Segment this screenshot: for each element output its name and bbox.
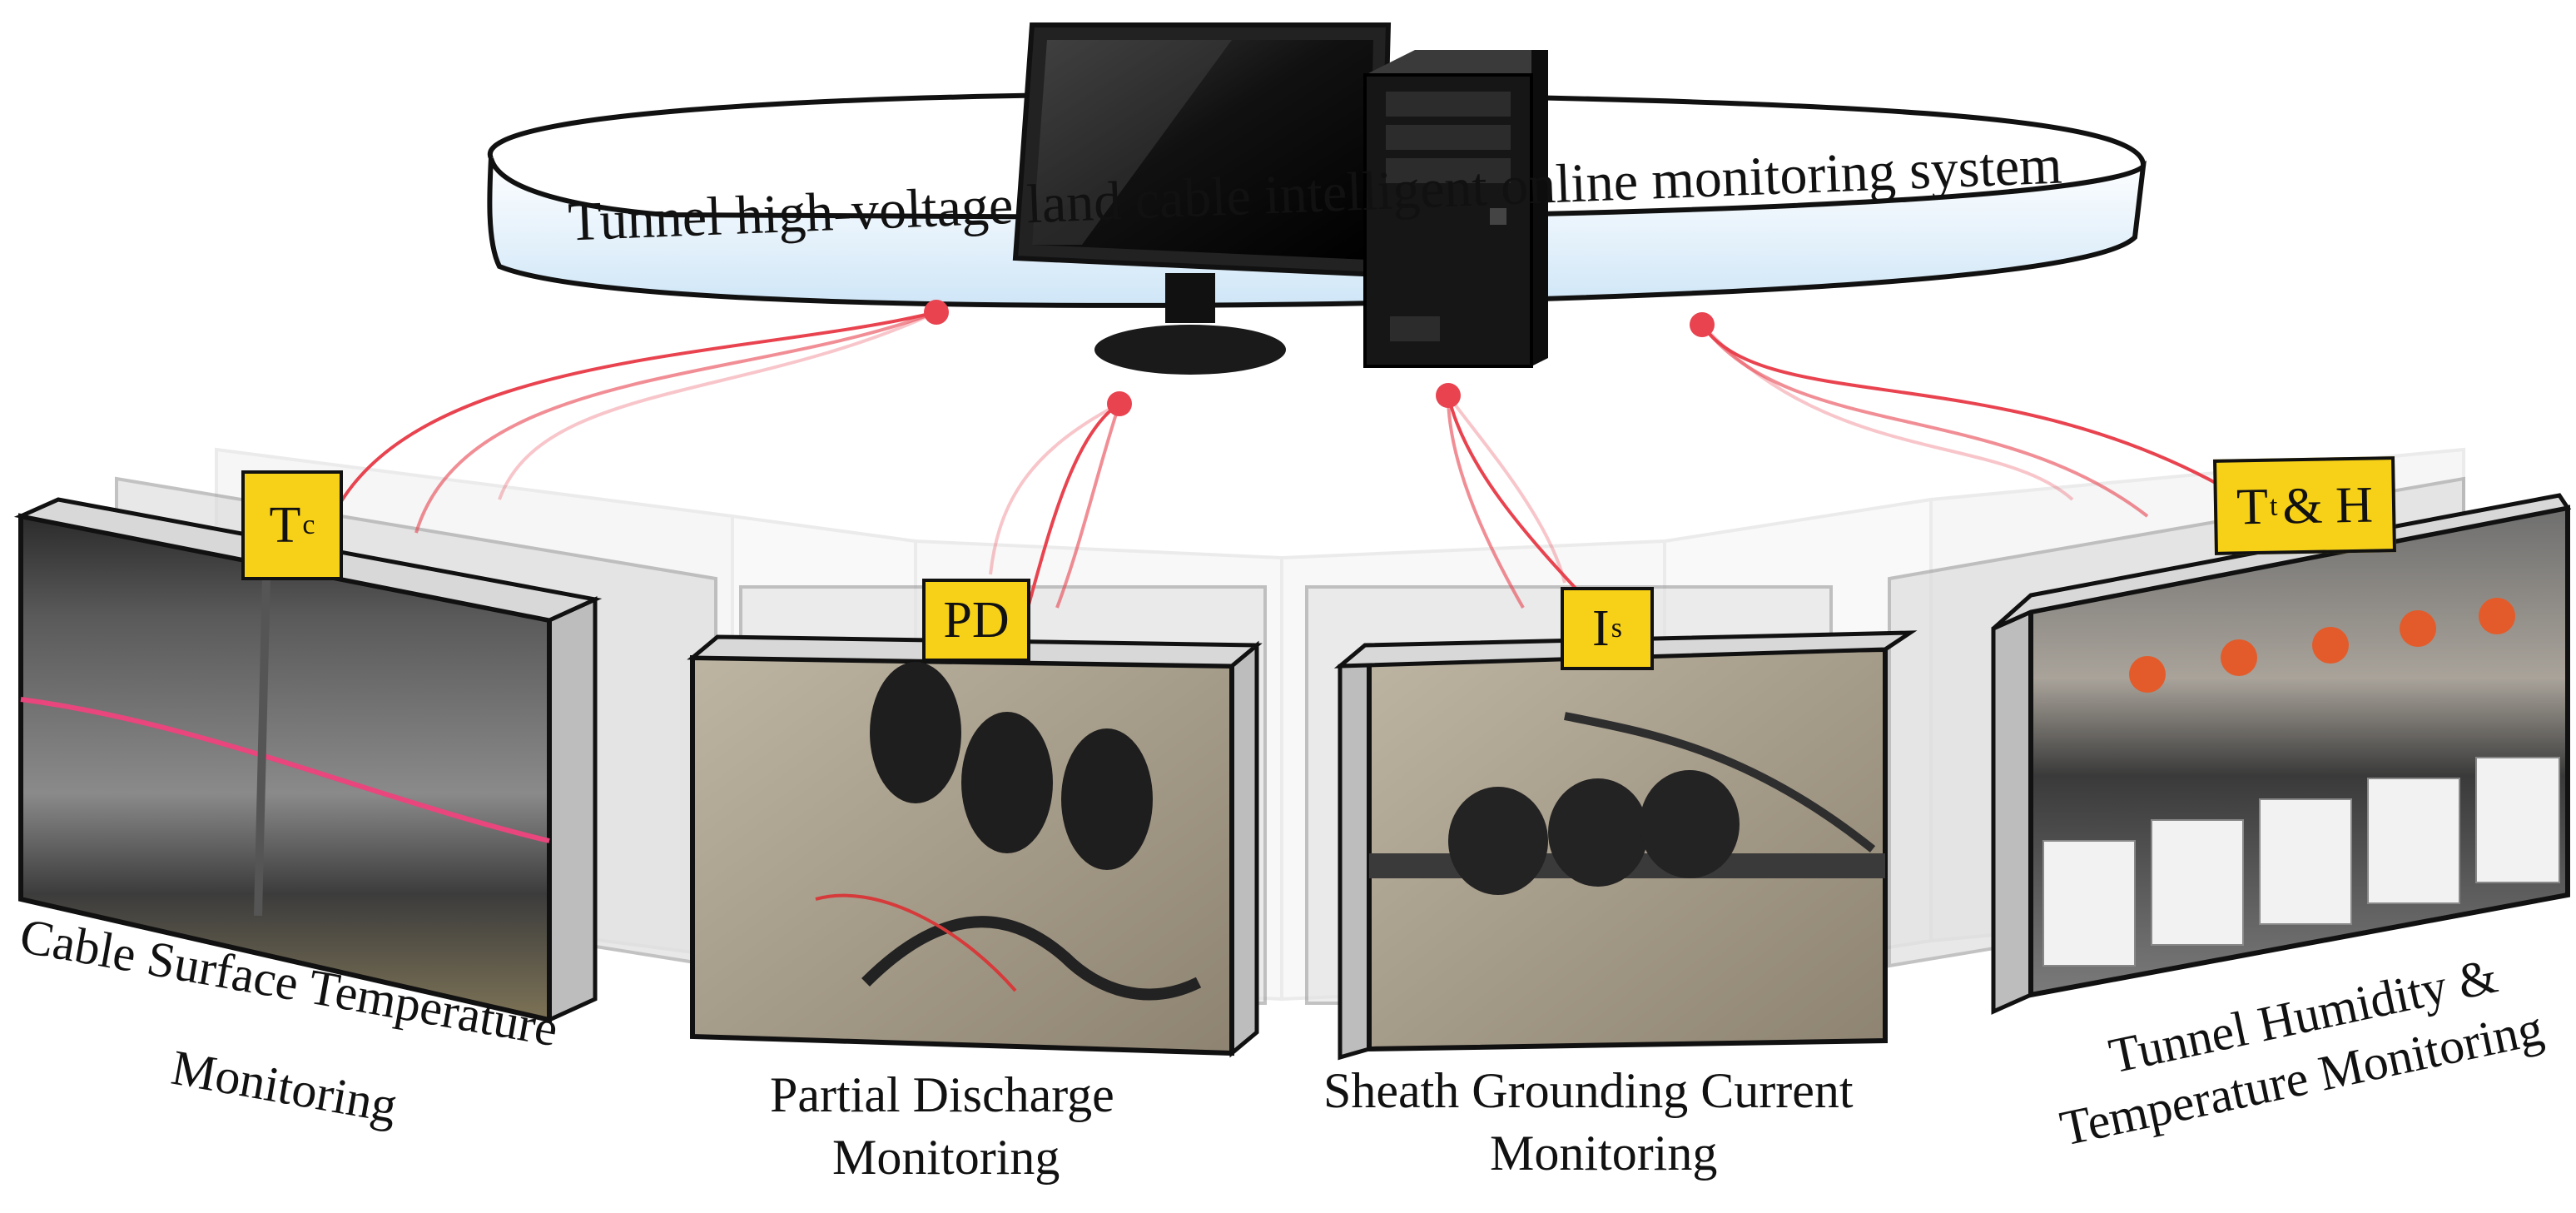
tag-th-sub: t: [2269, 490, 2278, 522]
panel-tunnel-environment: [1991, 493, 2572, 1015]
tag-pd: PD: [922, 579, 1030, 662]
label-sheath-current-line2: Monitoring: [1490, 1126, 1718, 1181]
computer-illustration: [1012, 22, 1548, 375]
tag-th-main: T: [2236, 478, 2269, 535]
tag-pd-main: PD: [943, 592, 1010, 649]
tag-is-sub: s: [1611, 613, 1622, 644]
tag-tc-sub: c: [302, 510, 315, 540]
computer-tower-icon: [1363, 50, 1548, 368]
tag-tc-main: T: [269, 497, 301, 554]
label-partial-discharge-line2: Monitoring: [832, 1130, 1060, 1185]
tag-is-main: I: [1592, 600, 1610, 657]
panel-partial-discharge: [687, 634, 1263, 1058]
signal-wires: [331, 311, 2231, 609]
panel-sheath-current: [1333, 630, 1918, 1061]
label-sheath-current-line1: Sheath Grounding Current: [1323, 1063, 1854, 1118]
tag-th-tail: & H: [2281, 476, 2374, 534]
label-partial-discharge-line1: Partial Discharge: [770, 1067, 1114, 1122]
connector-dot-icon: [924, 300, 1715, 416]
monitor-icon: [1012, 22, 1392, 375]
